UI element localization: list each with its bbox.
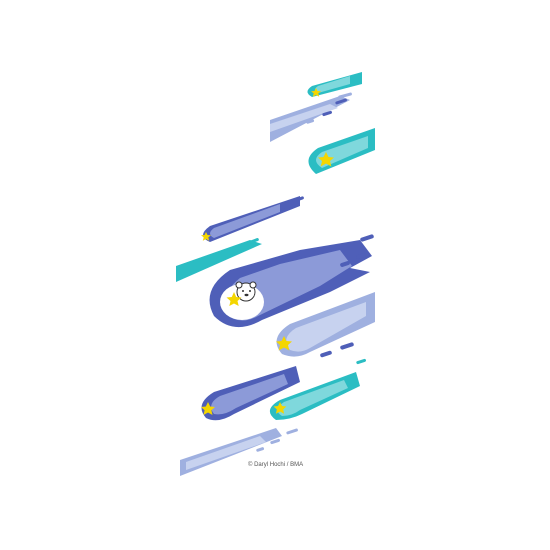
- streak: [270, 96, 350, 142]
- comet-icon: [269, 372, 360, 420]
- star-icon: [318, 152, 334, 167]
- streak: [176, 238, 262, 282]
- star-icon: [276, 336, 292, 351]
- star-icon: [201, 232, 211, 241]
- streak: [180, 428, 298, 476]
- star-icon: [226, 292, 242, 306]
- star-icon: [311, 88, 321, 97]
- comet-icon: [307, 72, 362, 104]
- star-icon: [201, 402, 215, 415]
- comet-icon: [276, 292, 375, 365]
- bear-icon: [235, 281, 257, 302]
- comet-icon: [209, 234, 374, 328]
- comet-icon: [201, 366, 300, 421]
- comet-icon: [308, 128, 375, 174]
- comet-icon: [201, 196, 304, 242]
- star-icon: [273, 402, 287, 414]
- copyright-credit: © Daryl Hochi / BMA: [248, 462, 304, 468]
